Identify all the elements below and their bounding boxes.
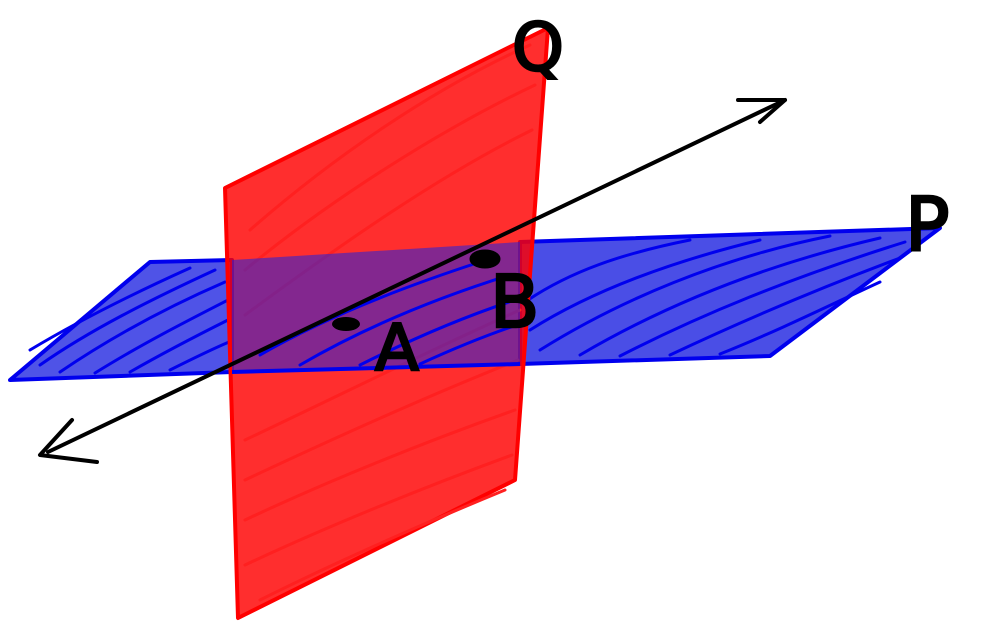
line-ab-segment [46, 98, 787, 454]
arrowhead-left-icon [38, 418, 99, 464]
plane-p-right-hatching [526, 234, 907, 358]
label-b: B [490, 260, 539, 344]
label-p: P [905, 182, 950, 268]
plane-p-left-hatching [28, 266, 231, 375]
plane-p-front-fill [232, 242, 520, 372]
line-ab [38, 98, 787, 464]
plane-p-front-hatching [258, 260, 519, 367]
arrowhead-right-icon [736, 98, 787, 124]
label-q: Q [512, 9, 564, 86]
point-b-dot [469, 249, 501, 269]
label-a: A [375, 312, 419, 386]
plane-p-front [231, 242, 521, 374]
plane-p-front-edge [231, 362, 521, 374]
plane-p [8, 226, 942, 382]
point-a-dot [332, 317, 360, 331]
